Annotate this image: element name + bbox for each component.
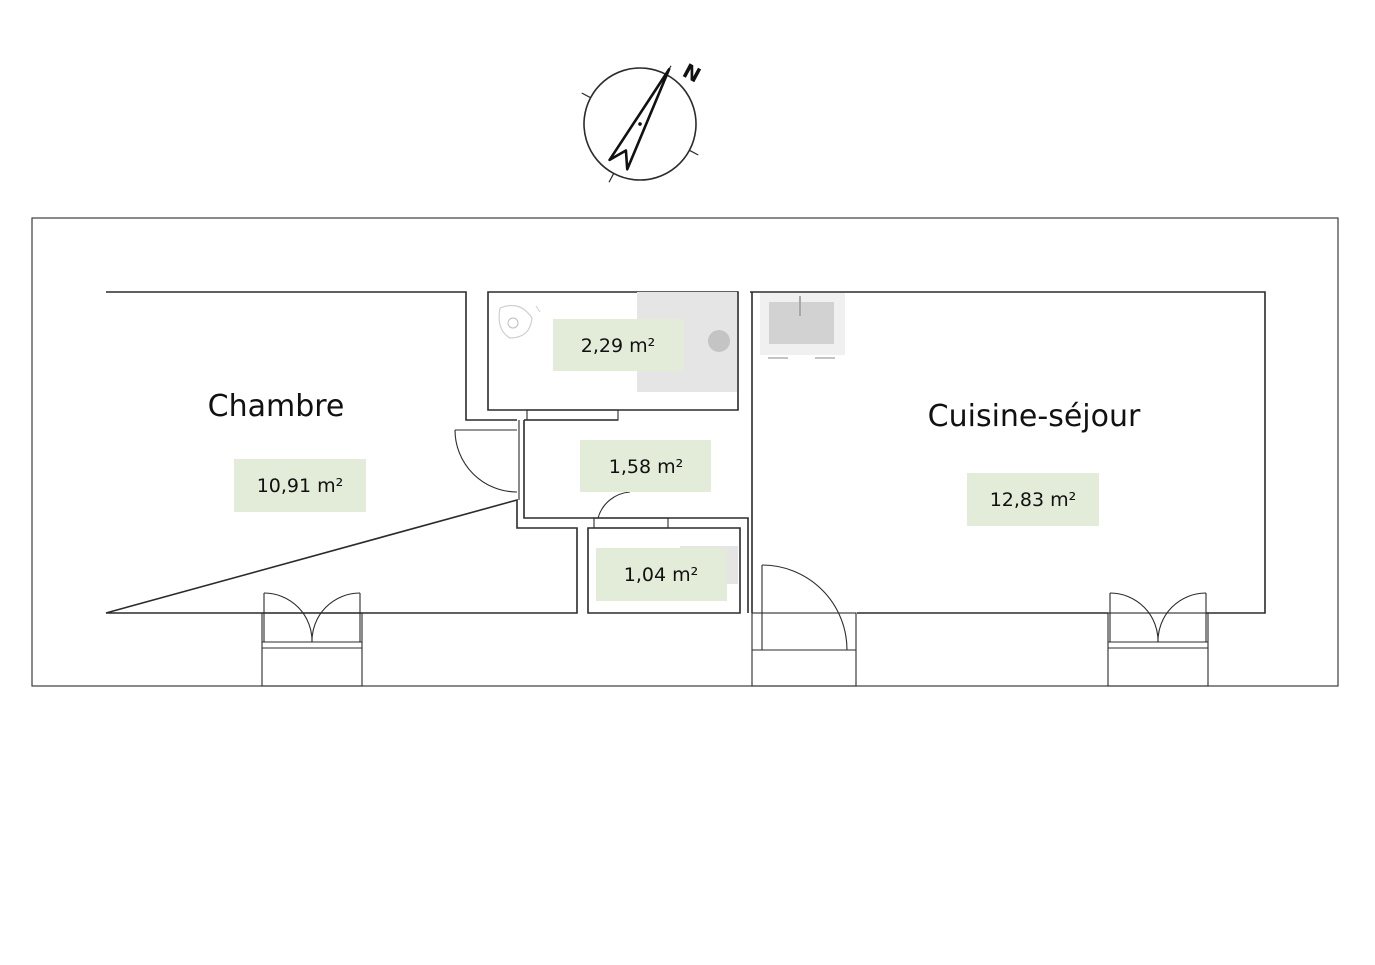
area-text-degagement: 1,58 m² [609, 456, 683, 478]
outer-boundary [31, 217, 1339, 687]
compass-north-label: N [679, 59, 705, 88]
area-badge-cuisine-sejour: 12,83 m² [967, 473, 1099, 526]
area-text-wc: 1,04 m² [624, 564, 698, 586]
area-badge-chambre: 10,91 m² [234, 459, 366, 512]
kitchen-sink-icon [760, 293, 845, 359]
bathroom-door-frame [526, 409, 619, 421]
chambre-walls [105, 291, 578, 614]
entrance-door-icon [751, 564, 857, 687]
washbasin-icon [498, 305, 541, 339]
shower-drain-icon [708, 330, 730, 352]
area-text-chambre: 10,91 m² [257, 475, 344, 497]
wc-door-frame [593, 517, 669, 529]
chambre-window-icon [261, 592, 363, 687]
area-badge-wc: 1,04 m² [596, 548, 727, 601]
room-label-cuisine-sejour: Cuisine-séjour [928, 399, 1141, 434]
area-text-cuisine-sejour: 12,83 m² [990, 489, 1077, 511]
wc-door-icon [597, 491, 631, 519]
cuisine-window-icon [1107, 592, 1209, 687]
chambre-door-icon [454, 429, 518, 493]
area-badge-salle-de-bain: 2,29 m² [553, 319, 684, 371]
wc-walls [587, 527, 741, 614]
room-label-chambre: Chambre [208, 389, 345, 424]
compass-rose [581, 65, 699, 183]
area-text-salle-de-bain: 2,29 m² [581, 335, 655, 357]
compass-needle [608, 67, 671, 171]
area-badge-degagement: 1,58 m² [580, 440, 711, 492]
cuisine-sejour-walls [750, 291, 1266, 614]
